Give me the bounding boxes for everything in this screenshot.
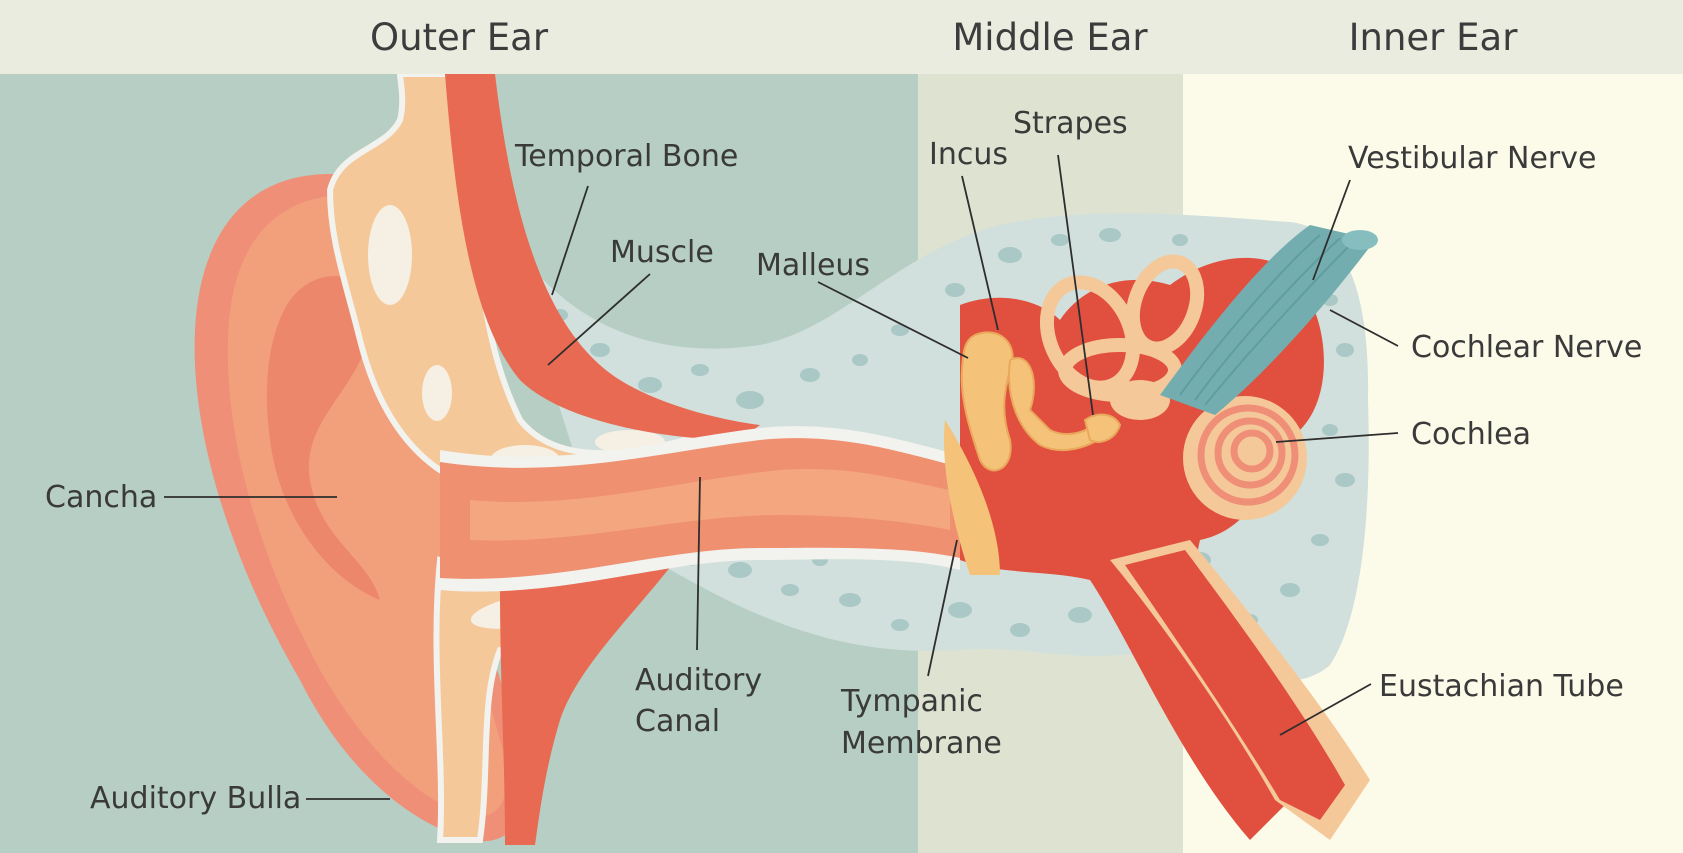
label-tympanic-2: Membrane: [841, 726, 1002, 761]
label-incus: Incus: [929, 137, 1008, 172]
label-cochlear-nerve: Cochlear Nerve: [1411, 330, 1642, 365]
label-auditory-canal-1: Auditory: [635, 663, 762, 698]
label-malleus: Malleus: [756, 248, 870, 283]
strapes-shape: [1083, 413, 1122, 443]
cartilage-highlight-1: [368, 205, 412, 305]
label-strapes: Strapes: [1013, 106, 1128, 141]
label-temporal-bone: Temporal Bone: [514, 139, 738, 174]
label-auditory-bulla: Auditory Bulla: [90, 781, 301, 816]
label-muscle: Muscle: [610, 235, 714, 270]
cochlea-center: [1247, 444, 1259, 456]
section-header-inner: Inner Ear: [1349, 16, 1519, 59]
vestibulocochlear-nerve: [1160, 225, 1375, 415]
cochlea-spiral: [1197, 404, 1299, 506]
pinna-fold: [266, 276, 380, 600]
label-tympanic-1: Tympanic: [840, 684, 983, 719]
leader-lines: [164, 154, 1399, 800]
label-auditory-canal-2: Canal: [635, 704, 720, 739]
auditory-canal-inner: [470, 469, 950, 541]
cartilage-highlight-2: [422, 365, 452, 421]
tympanic-membrane-shape: [944, 420, 1000, 575]
label-cancha: Cancha: [45, 480, 157, 515]
eustachian-tube-core: [1125, 550, 1345, 820]
section-header-outer: Outer Ear: [370, 16, 549, 59]
label-cochlea: Cochlea: [1411, 417, 1531, 452]
section-header-middle: Middle Ear: [952, 16, 1148, 59]
label-eustachian-tube: Eustachian Tube: [1379, 669, 1624, 704]
vestibule: [1110, 380, 1170, 420]
header-band: [0, 0, 1683, 74]
nerve-end: [1342, 230, 1378, 250]
muscle-upper: [445, 74, 760, 440]
label-vestibular-nerve: Vestibular Nerve: [1348, 141, 1596, 176]
muscle-lower: [500, 540, 690, 845]
